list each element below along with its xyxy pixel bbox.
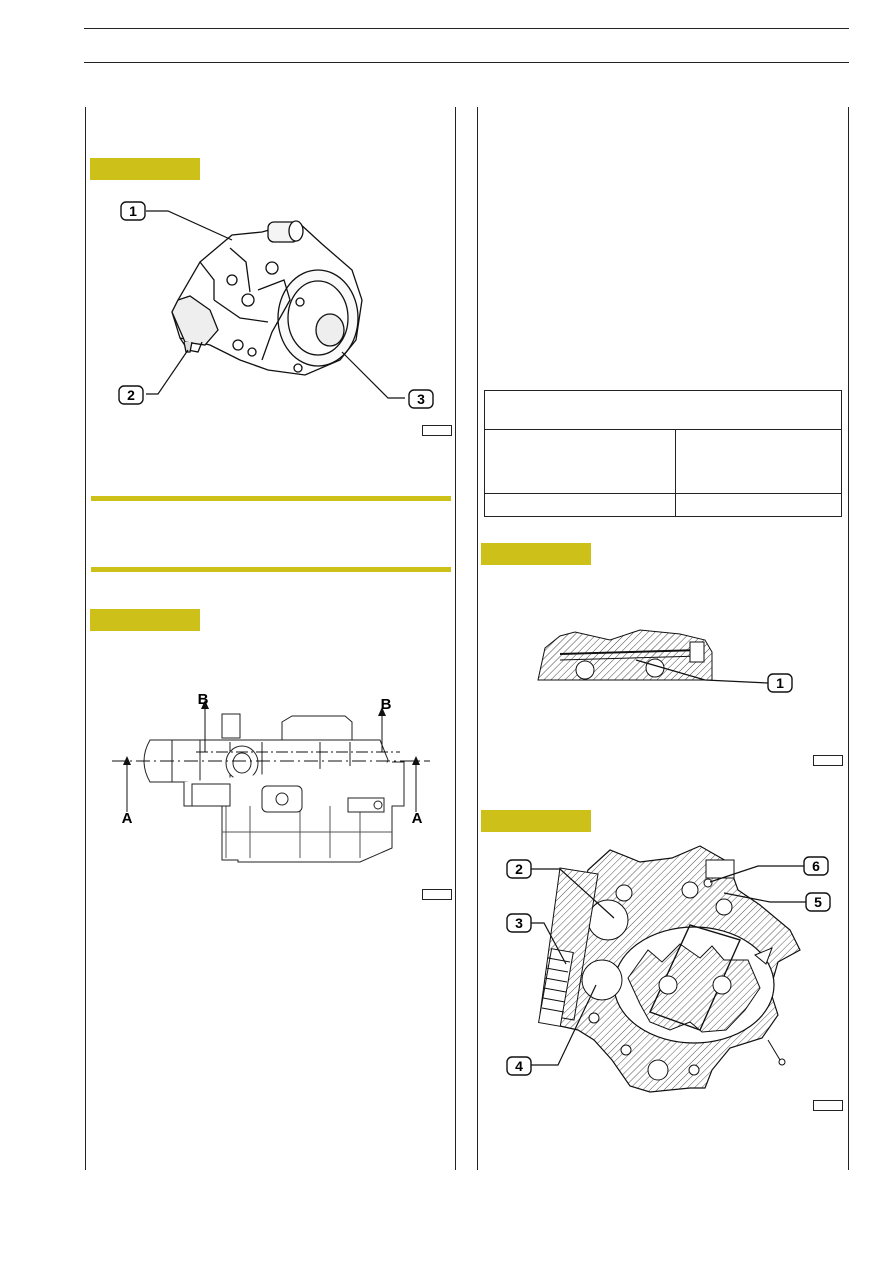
figure-number-box-1 — [422, 425, 452, 436]
svg-text:B: B — [198, 691, 209, 708]
svg-text:1: 1 — [776, 675, 784, 691]
figure-number-box-3 — [813, 755, 843, 766]
note-bottom-bar — [91, 567, 451, 572]
svg-text:2: 2 — [515, 861, 523, 877]
figure-tag-4 — [481, 810, 591, 832]
table-cell-r2c2 — [675, 493, 842, 517]
callout-6-fig4: 6 — [803, 856, 829, 876]
center-column-divider-right — [477, 107, 478, 1170]
callout-3-fig1: 3 — [408, 389, 434, 409]
svg-text:A: A — [122, 810, 133, 827]
table-header-cell — [484, 390, 842, 430]
svg-text:B: B — [381, 696, 392, 713]
figure-number-box-4 — [813, 1100, 843, 1111]
svg-text:5: 5 — [814, 894, 822, 910]
callout-3-fig4: 3 — [506, 913, 532, 933]
svg-text:3: 3 — [417, 391, 425, 407]
svg-text:1: 1 — [129, 203, 137, 219]
callout-2-fig4: 2 — [506, 859, 532, 879]
section-label-b-right: B — [381, 696, 392, 713]
section-label-a-right: A — [412, 810, 423, 827]
callout-5-fig4: 5 — [805, 892, 831, 912]
section-label-a-left: A — [122, 810, 133, 827]
figure-tag-3 — [481, 543, 591, 565]
svg-text:A: A — [412, 810, 423, 827]
svg-text:4: 4 — [515, 1058, 523, 1074]
figure-tag-1 — [90, 158, 200, 180]
svg-text:6: 6 — [812, 858, 820, 874]
figure-number-box-2 — [422, 889, 452, 900]
callout-1-fig3: 1 — [767, 673, 793, 693]
specification-table — [484, 390, 842, 517]
right-column-border — [848, 107, 849, 1170]
note-top-bar — [91, 496, 451, 501]
center-column-divider-left — [455, 107, 456, 1170]
header-bottom-rule — [84, 62, 849, 63]
figure-tag-2 — [90, 609, 200, 631]
header-top-rule — [84, 28, 849, 29]
callout-4-fig4: 4 — [506, 1056, 532, 1076]
left-column-border — [85, 107, 86, 1170]
callout-2-fig1: 2 — [118, 385, 144, 405]
svg-text:2: 2 — [127, 387, 135, 403]
section-label-b-left: B — [198, 691, 209, 708]
svg-text:3: 3 — [515, 915, 523, 931]
callout-1-fig1: 1 — [120, 201, 146, 221]
table-cell-r1c2 — [675, 429, 842, 494]
